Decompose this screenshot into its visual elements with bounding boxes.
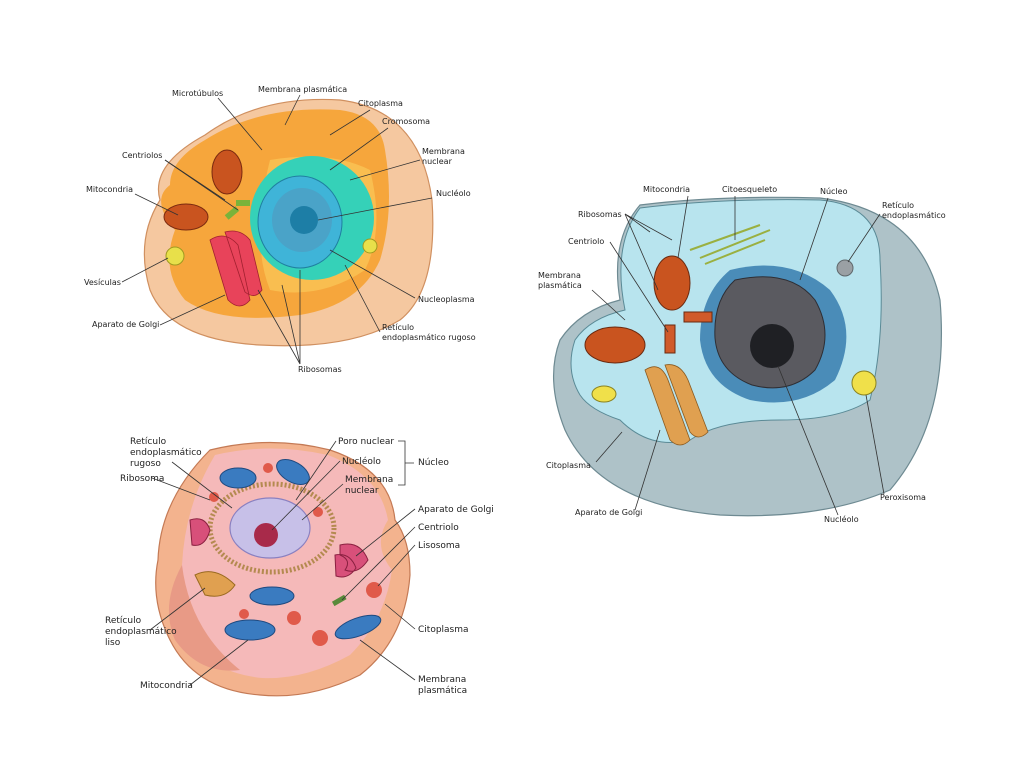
label-mitocondria: Mitocondria <box>643 185 690 194</box>
label-mitocondria: Mitocondria <box>86 185 133 194</box>
label-citoplasma: Citoplasma <box>418 625 469 635</box>
lysosome <box>313 507 323 517</box>
nucleolus <box>750 324 794 368</box>
label-centriolo: Centriolo <box>418 523 459 533</box>
centriole <box>683 311 713 323</box>
lysosome <box>263 463 273 473</box>
label-membrana-nuclear: Membrana <box>345 475 393 485</box>
label-reticulo: endoplasmático <box>882 211 946 220</box>
mitochondrion <box>249 586 295 606</box>
label-aparato-golgi: Aparato de Golgi <box>92 320 159 329</box>
label-nucleo: Núcleo <box>418 458 449 468</box>
label-nucleo: Núcleo <box>820 187 848 196</box>
label-citoesqueleto: Citoesqueleto <box>722 185 777 194</box>
mitochondrion-1 <box>653 255 691 311</box>
label-reticulo-liso: Retículo <box>105 616 142 626</box>
label-nucleolo: Nucléolo <box>436 188 471 198</box>
label-microtubulos: Microtúbulos <box>172 89 223 98</box>
label-reticulo: Retículo <box>882 201 914 210</box>
vesicle <box>362 238 378 254</box>
label-reticulo-rugoso: Retículo <box>382 323 414 332</box>
vesicle <box>591 385 617 403</box>
label-mitocondria: Mitocondria <box>140 681 193 691</box>
centriole <box>664 324 676 354</box>
labels: Retículo endoplasmático rugoso Ribosoma … <box>105 437 494 696</box>
smooth-er <box>194 571 236 597</box>
cut-surface <box>168 565 240 671</box>
label-reticulo-liso: liso <box>105 638 121 648</box>
label-membrana-nuclear: nuclear <box>422 157 453 166</box>
cytoplasm <box>179 448 392 679</box>
labels: Microtúbulos Membrana plasmática Citopla… <box>84 85 476 374</box>
label-aparato-golgi: Aparato de Golgi <box>418 505 494 515</box>
centriole <box>236 200 250 206</box>
label-lisosoma: Lisosoma <box>418 541 460 551</box>
leader-lines <box>591 195 885 516</box>
label-nucleoplasma: Nucleoplasma <box>418 295 475 304</box>
label-ribosomas: Ribosomas <box>298 365 342 374</box>
lysosome <box>836 259 854 277</box>
label-membrana-plasmatica: plasmática <box>418 686 467 696</box>
label-membrana-nuclear: Membrana <box>422 147 465 156</box>
label-peroxisoma: Peroxisoma <box>880 493 926 502</box>
cell-diagram-orange: Microtúbulos Membrana plasmática Citopla… <box>84 85 476 374</box>
label-cromosoma: Cromosoma <box>382 117 430 126</box>
label-ribosoma: Ribosoma <box>120 474 164 484</box>
label-citoplasma: Citoplasma <box>358 99 403 108</box>
label-ribosomas: Ribosomas <box>578 210 622 219</box>
golgi-apparatus <box>189 518 211 546</box>
label-membrana-nuclear: nuclear <box>345 486 379 496</box>
label-membrana-plasmatica: Membrana plasmática <box>258 85 347 94</box>
cell-diagram-pink: Retículo endoplasmático rugoso Ribosoma … <box>105 437 494 697</box>
nucleolus <box>290 206 318 234</box>
label-centriolos: Centriolos <box>122 151 162 160</box>
label-nucleolo: Nucléolo <box>342 456 381 467</box>
lysosome <box>312 630 328 646</box>
centriole <box>331 594 347 607</box>
cytoskeleton <box>689 224 771 265</box>
nucleolus <box>254 523 278 547</box>
label-reticulo-rugoso: endoplasmático <box>130 448 202 458</box>
label-membrana-plasmatica: Membrana <box>538 271 581 280</box>
mitochondrion-2 <box>163 203 209 231</box>
label-reticulo-rugoso: Retículo <box>130 437 167 447</box>
peroxisome <box>851 370 877 396</box>
golgi-apparatus <box>209 230 263 307</box>
lysosome <box>209 492 219 502</box>
mitochondrion-2 <box>584 326 646 364</box>
label-membrana-plasmatica: Membrana <box>418 675 466 685</box>
label-membrana-plasmatica: plasmática <box>538 281 582 290</box>
label-nucleolo: Nucléolo <box>824 514 859 524</box>
mitochondrion <box>334 614 382 640</box>
labels: Mitocondria Citoesqueleto Núcleo Retícul… <box>538 185 946 524</box>
mitochondrion <box>224 619 276 641</box>
label-citoplasma: Citoplasma <box>546 461 591 470</box>
label-centriolo: Centriolo <box>568 237 604 246</box>
label-reticulo-liso: endoplasmático <box>105 627 177 637</box>
rough-er <box>207 481 337 575</box>
mitochondrion <box>219 467 257 489</box>
label-vesiculas: Vesículas <box>84 278 121 287</box>
cell-diagram-blue: Mitocondria Citoesqueleto Núcleo Retícul… <box>538 185 946 524</box>
leader-lines <box>149 440 416 686</box>
lysosome <box>239 609 249 619</box>
centriole <box>224 206 240 220</box>
golgi-apparatus <box>334 543 369 578</box>
label-reticulo-rugoso: endoplasmático rugoso <box>382 333 476 342</box>
label-poro-nuclear: Poro nuclear <box>338 437 394 447</box>
vesicle <box>165 246 185 266</box>
mitochondrion-1 <box>211 149 243 195</box>
lysosome <box>287 611 301 625</box>
leader-lines <box>121 94 433 365</box>
golgi-apparatus <box>644 364 709 446</box>
label-reticulo-rugoso: rugoso <box>130 459 161 469</box>
label-aparato-golgi: Aparato de Golgi <box>575 508 642 517</box>
